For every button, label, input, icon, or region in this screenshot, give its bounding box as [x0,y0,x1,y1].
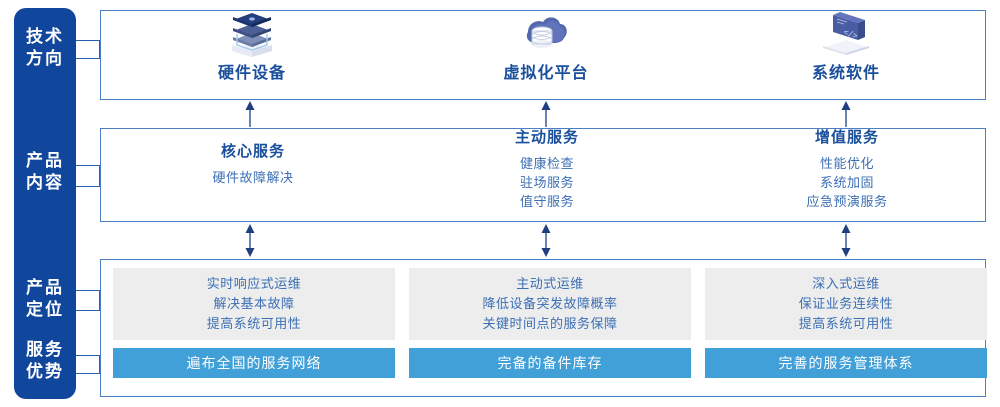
arrow-double-vertical-icon [244,224,256,262]
arrow-double-vertical-icon [840,224,852,262]
rail-label-line: 服务 [26,340,64,359]
rail-label-product-positioning: 产品 定位 [14,277,76,321]
connector-line [76,58,100,59]
positioning-line: 提高系统可用性 [798,316,894,331]
rail-label-line: 内容 [26,173,64,192]
product-content-column-value-added[interactable]: 增值服务 性能优化 系统加固 应急预演服务 [722,126,972,211]
product-content-title: 核心服务 [220,143,285,160]
connector-line [99,290,100,311]
rail-label-line: 定位 [26,300,64,319]
rail-label-line: 技术 [26,27,64,46]
technology-column-hardware[interactable]: 硬件设备 [132,6,372,83]
connector-line [99,40,100,59]
product-content-item: 应急预演服务 [806,194,888,209]
positioning-line: 主动式运维 [516,276,584,291]
laptop-code-icon: </> [726,6,966,58]
positioning-card[interactable]: 实时响应式运维 解决基本故障 提高系统可用性 [113,268,395,340]
positioning-line: 实时响应式运维 [206,276,302,291]
connector-line [76,310,100,311]
rail-label-line: 优势 [26,362,64,381]
rail-label-line: 方向 [26,49,64,68]
positioning-card[interactable]: 深入式运维 保证业务连续性 提高系统可用性 [705,268,987,340]
server-stack-icon [132,6,372,58]
positioning-line: 关键时间点的服务保障 [482,316,618,331]
connector-line [99,165,100,187]
arrow-double-vertical-icon [540,224,552,262]
positioning-card[interactable]: 主动式运维 降低设备突发故障概率 关键时间点的服务保障 [409,268,691,340]
service-advantage-bar[interactable]: 完备的备件库存 [409,348,691,378]
technology-title: 虚拟化平台 [503,65,589,82]
left-category-rail [14,8,76,399]
positioning-line: 解决基本故障 [213,296,295,311]
service-advantage-bar[interactable]: 遍布全国的服务网络 [113,348,395,378]
rail-label-line: 产品 [26,151,64,170]
product-content-column-core[interactable]: 核心服务 硬件故障解决 [128,140,378,187]
service-advantage-label: 遍布全国的服务网络 [186,355,322,371]
service-advantage-label: 完备的备件库存 [497,355,603,371]
arrow-up-icon [244,101,256,132]
product-content-title: 增值服务 [814,129,879,146]
rail-label-technology-direction: 技术 方向 [14,26,76,70]
product-content-item: 驻场服务 [519,175,574,190]
service-advantage-label: 完善的服务管理体系 [778,355,914,371]
positioning-line: 保证业务连续性 [798,296,894,311]
technology-title: 硬件设备 [217,65,286,82]
product-content-column-proactive[interactable]: 主动服务 健康检查 驻场服务 值守服务 [422,126,672,211]
product-content-item: 系统加固 [819,175,874,190]
connector-line [76,40,100,41]
connector-line [76,373,100,374]
arrow-up-icon [840,101,852,132]
product-content-item: 值守服务 [519,194,574,209]
service-advantage-bar[interactable]: 完善的服务管理体系 [705,348,987,378]
connector-line [99,355,100,374]
cloud-database-icon [426,6,666,58]
technology-title: 系统软件 [811,65,880,82]
product-content-item: 硬件故障解决 [212,170,294,185]
connector-line [76,290,100,291]
technology-column-virtualization[interactable]: 虚拟化平台 [426,6,666,83]
connector-line [76,355,100,356]
product-content-item: 性能优化 [819,156,874,171]
positioning-line: 深入式运维 [812,276,880,291]
svg-text:</>: </> [842,27,859,40]
rail-label-line: 产品 [26,278,64,297]
rail-label-product-content: 产品 内容 [14,150,76,194]
rail-label-service-advantages: 服务 优势 [14,339,76,383]
positioning-line: 降低设备突发故障概率 [482,296,618,311]
connector-line [76,165,100,166]
product-content-title: 主动服务 [514,129,579,146]
positioning-line: 提高系统可用性 [206,316,302,331]
product-content-panel [100,128,986,222]
connector-line [76,186,100,187]
technology-column-system-software[interactable]: </> 系统软件 [726,6,966,83]
product-content-item: 健康检查 [519,156,574,171]
arrow-up-icon [540,101,552,132]
